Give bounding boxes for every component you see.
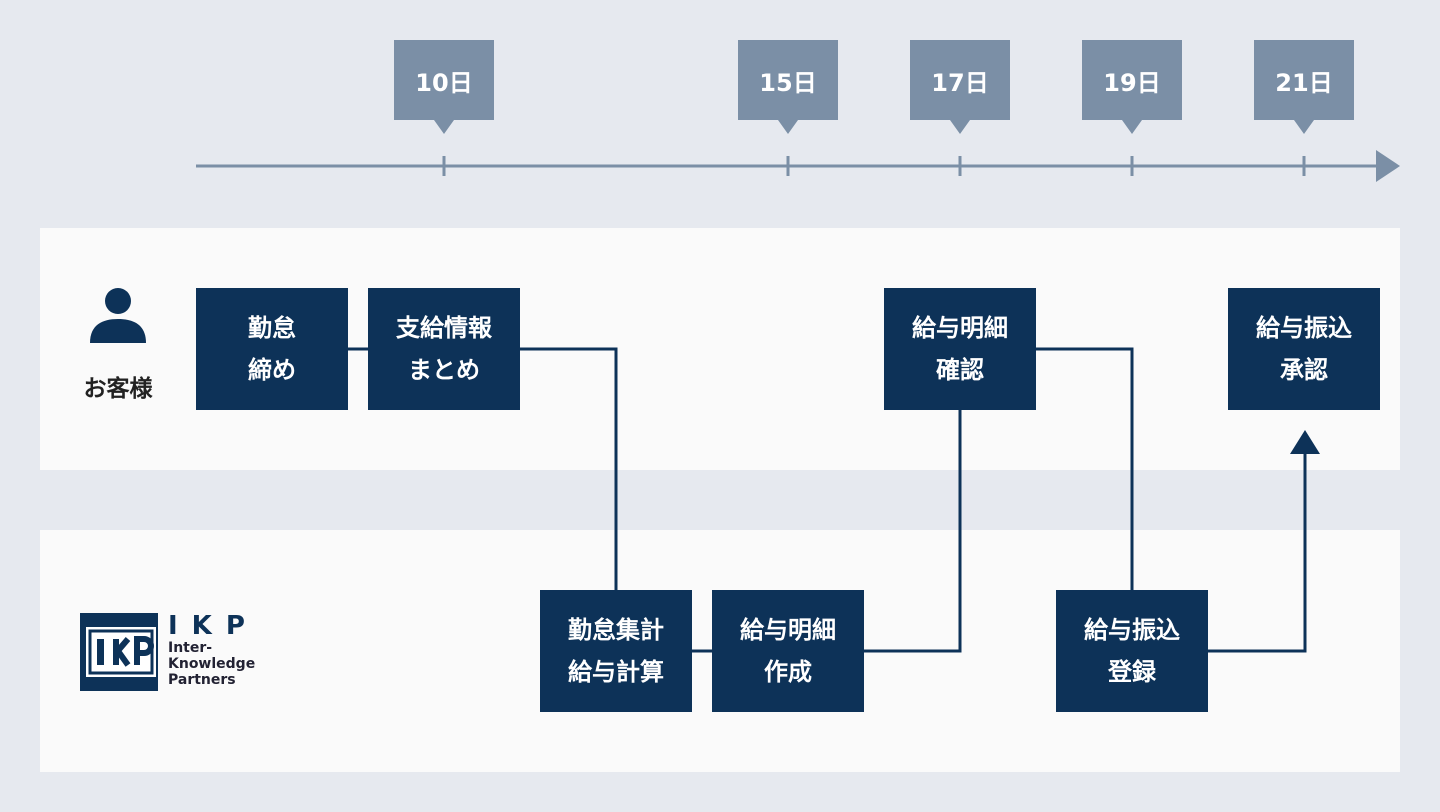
- date-marker-10: 10日: [394, 40, 494, 120]
- ikp-logo-mark: [80, 613, 158, 691]
- ikp-logo-line2: Knowledge: [168, 656, 256, 672]
- person-icon: [90, 288, 146, 343]
- connector-create-to-check: [864, 410, 962, 653]
- task-payslip-check: 給与明細 確認: [884, 288, 1036, 410]
- customer-label: お客様: [83, 376, 153, 402]
- connector-check-to-register: [1036, 347, 1134, 590]
- ikp-logo-text: IKP Inter- Knowledge Partners: [168, 612, 259, 688]
- ikp-logo-line1: Inter-: [168, 640, 213, 656]
- date-marker-17: 17日: [910, 40, 1010, 120]
- connector-payinfo-to-calc: [520, 347, 618, 590]
- date-marker-15: 15日: [738, 40, 838, 120]
- date-marker-21: 21日: [1254, 40, 1354, 120]
- task-transfer-approve: 給与振込 承認: [1228, 288, 1380, 410]
- ikp-logo-letters: IKP: [168, 611, 259, 641]
- timeline-axis: [196, 150, 1400, 182]
- task-pay-info: 支給情報 まとめ: [368, 288, 520, 410]
- task-payslip-create: 給与明細 作成: [712, 590, 864, 712]
- date-marker-19: 19日: [1082, 40, 1182, 120]
- customer-label-group: お客様: [78, 285, 158, 405]
- timeline-arrow-head: [1376, 150, 1400, 182]
- task-transfer-register: 給与振込 登録: [1056, 590, 1208, 712]
- task-attendance-close: 勤怠 締め: [196, 288, 348, 410]
- ikp-logo-line3: Partners: [168, 672, 236, 688]
- approve-arrow-head: [1290, 430, 1320, 454]
- task-attendance-calc: 勤怠集計 給与計算: [540, 590, 692, 712]
- connector-register-to-approve: [1208, 450, 1307, 653]
